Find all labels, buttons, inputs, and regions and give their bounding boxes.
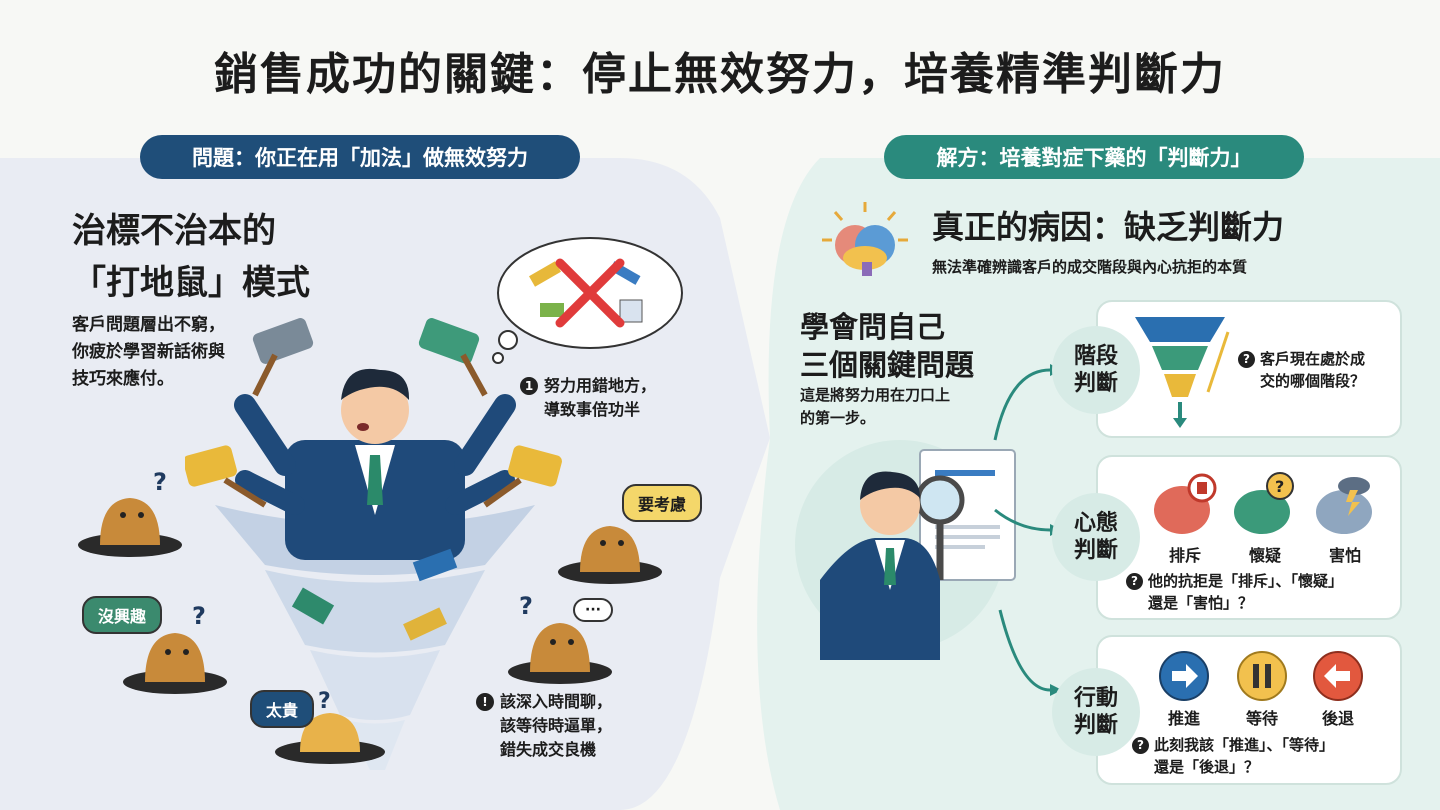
- icon-label-doubt: 懷疑: [1248, 546, 1281, 565]
- right-heading: 真正的病因：缺乏判斷力: [932, 208, 1285, 246]
- ask-sub-line2: 的第一步。: [800, 409, 876, 427]
- mole-right-top-icon: [558, 526, 662, 584]
- salesman-magnifier-illustration: [795, 440, 1016, 660]
- action-label-line1: 行動: [1073, 686, 1118, 711]
- brain-fear-icon: [1316, 477, 1372, 534]
- action-judgement-label: 行動 判斷: [1052, 668, 1140, 756]
- action-label-line2: 判斷: [1073, 713, 1118, 738]
- solution-pill: 解方：培養對症下藥的「判斷力」: [884, 135, 1304, 179]
- stage-judgement-label: 階段 判斷: [1052, 326, 1140, 414]
- sales-funnel-icon: [1135, 317, 1230, 428]
- note2-line3: 錯失成交良機: [500, 740, 597, 759]
- stage-question-line1: 客戶現在處於成: [1260, 350, 1366, 368]
- pause-icon: [1237, 651, 1287, 701]
- icon-label-fear: 害怕: [1328, 546, 1361, 565]
- note-missed-opportunity: ! 該深入時間聊， 該等待時逼單， 錯失成交良機: [476, 690, 612, 762]
- action-question-line1: 此刻我該「推進」、「等待」: [1154, 736, 1335, 754]
- left-heading-line1: 治標不治本的: [72, 211, 276, 251]
- mole-question-mark: ?: [192, 602, 206, 630]
- arrow-right-icon: [1159, 651, 1209, 701]
- question-icon: ?: [1132, 736, 1149, 754]
- mindset-judgement-label: 心態 判斷: [1052, 493, 1140, 581]
- mole-question-mark: ?: [318, 690, 331, 714]
- action-question: ? 此刻我該「推進」、「等待」 還是「後退」？: [1132, 734, 1334, 778]
- stage-label-line2: 判斷: [1073, 371, 1118, 396]
- speech-bubble-ellipsis: ···: [573, 598, 613, 622]
- left-description: 客戶問題層出不窮， 你疲於學習新話術與 技巧來應付。: [72, 312, 225, 393]
- thought-cloud-tools-icon: [492, 237, 683, 364]
- note2-line2: 該等待時逼單，: [500, 716, 613, 735]
- brain-reject-icon: [1154, 473, 1217, 534]
- mindset-question-line1: 他的抗拒是「排斥」、「懷疑」: [1148, 572, 1344, 590]
- speech-bubble-consider: 要考慮: [622, 484, 703, 522]
- question-icon: ?: [1238, 350, 1255, 368]
- mole-right-bottom-icon: ?: [508, 592, 612, 684]
- speech-bubble-not-interested: 沒興趣: [82, 596, 163, 634]
- left-desc-line3: 技巧來應付。: [72, 369, 174, 389]
- question-icon: ?: [1126, 572, 1143, 590]
- mole-question-mark: ?: [519, 592, 533, 620]
- left-heading: 治標不治本的 「打地鼠」模式: [72, 205, 310, 309]
- ask-subtitle: 這是將努力用在刀口上 的第一步。: [800, 384, 950, 430]
- mole-center-bottom-icon: ?: [275, 690, 385, 764]
- ask-title-line2: 三個關鍵問題: [800, 348, 975, 382]
- left-desc-line1: 客戶問題層出不窮，: [72, 315, 225, 335]
- problem-pill: 問題：你正在用「加法」做無效努力: [140, 135, 580, 179]
- brain-idea-icon: [822, 202, 908, 276]
- mindset-label-line2: 判斷: [1073, 538, 1118, 563]
- right-subheading: 無法準確辨識客戶的成交階段與內心抗拒的本質: [932, 258, 1248, 276]
- stressed-salesman-tornado-illustration: [185, 318, 562, 770]
- ask-title: 學會問自己 三個關鍵問題: [800, 308, 974, 384]
- note1-line2: 導致事倍功半: [544, 400, 641, 419]
- left-heading-line2: 「打地鼠」模式: [72, 263, 310, 303]
- left-desc-line2: 你疲於學習新話術與: [72, 342, 225, 362]
- doubt-question-mark: ?: [1275, 477, 1284, 496]
- stage-question-line2: 交的哪個階段？: [1260, 372, 1366, 390]
- mindset-label-line1: 心態: [1073, 511, 1118, 536]
- icon-label-wait: 等待: [1245, 709, 1278, 728]
- mole-question-mark: ?: [153, 470, 167, 496]
- note-wasted-effort: 1 努力用錯地方， 導致事倍功半: [520, 374, 656, 422]
- note2-alert-icon: !: [476, 693, 494, 711]
- arrow-left-icon: [1313, 651, 1363, 701]
- mindset-question: ? 他的抗拒是「排斥」、「懷疑」 還是「害怕」？: [1126, 570, 1343, 614]
- ask-sub-line1: 這是將努力用在刀口上: [800, 386, 951, 404]
- note1-line1: 努力用錯地方，: [544, 376, 657, 395]
- brain-doubt-icon: ?: [1234, 472, 1294, 534]
- mindset-question-line2: 還是「害怕」？: [1148, 594, 1254, 612]
- icon-label-advance: 推進: [1167, 709, 1200, 728]
- mole-left-top-icon: ?: [78, 470, 182, 557]
- stage-question: ? 客戶現在處於成 交的哪個階段？: [1238, 348, 1365, 392]
- note1-number-icon: 1: [520, 377, 538, 395]
- stage-label-line1: 階段: [1073, 344, 1118, 369]
- note2-line1: 該深入時間聊，: [500, 692, 613, 711]
- ask-title-line1: 學會問自己: [800, 310, 946, 344]
- icon-label-reject: 排斥: [1168, 546, 1201, 565]
- icon-label-retreat: 後退: [1321, 709, 1354, 728]
- speech-bubble-too-expensive: 太貴: [250, 690, 315, 728]
- page-title: 銷售成功的關鍵：停止無效努力，培養精準判斷力: [214, 49, 1226, 100]
- mole-left-bottom-icon: ?: [123, 602, 227, 694]
- action-question-line2: 還是「後退」？: [1154, 758, 1260, 776]
